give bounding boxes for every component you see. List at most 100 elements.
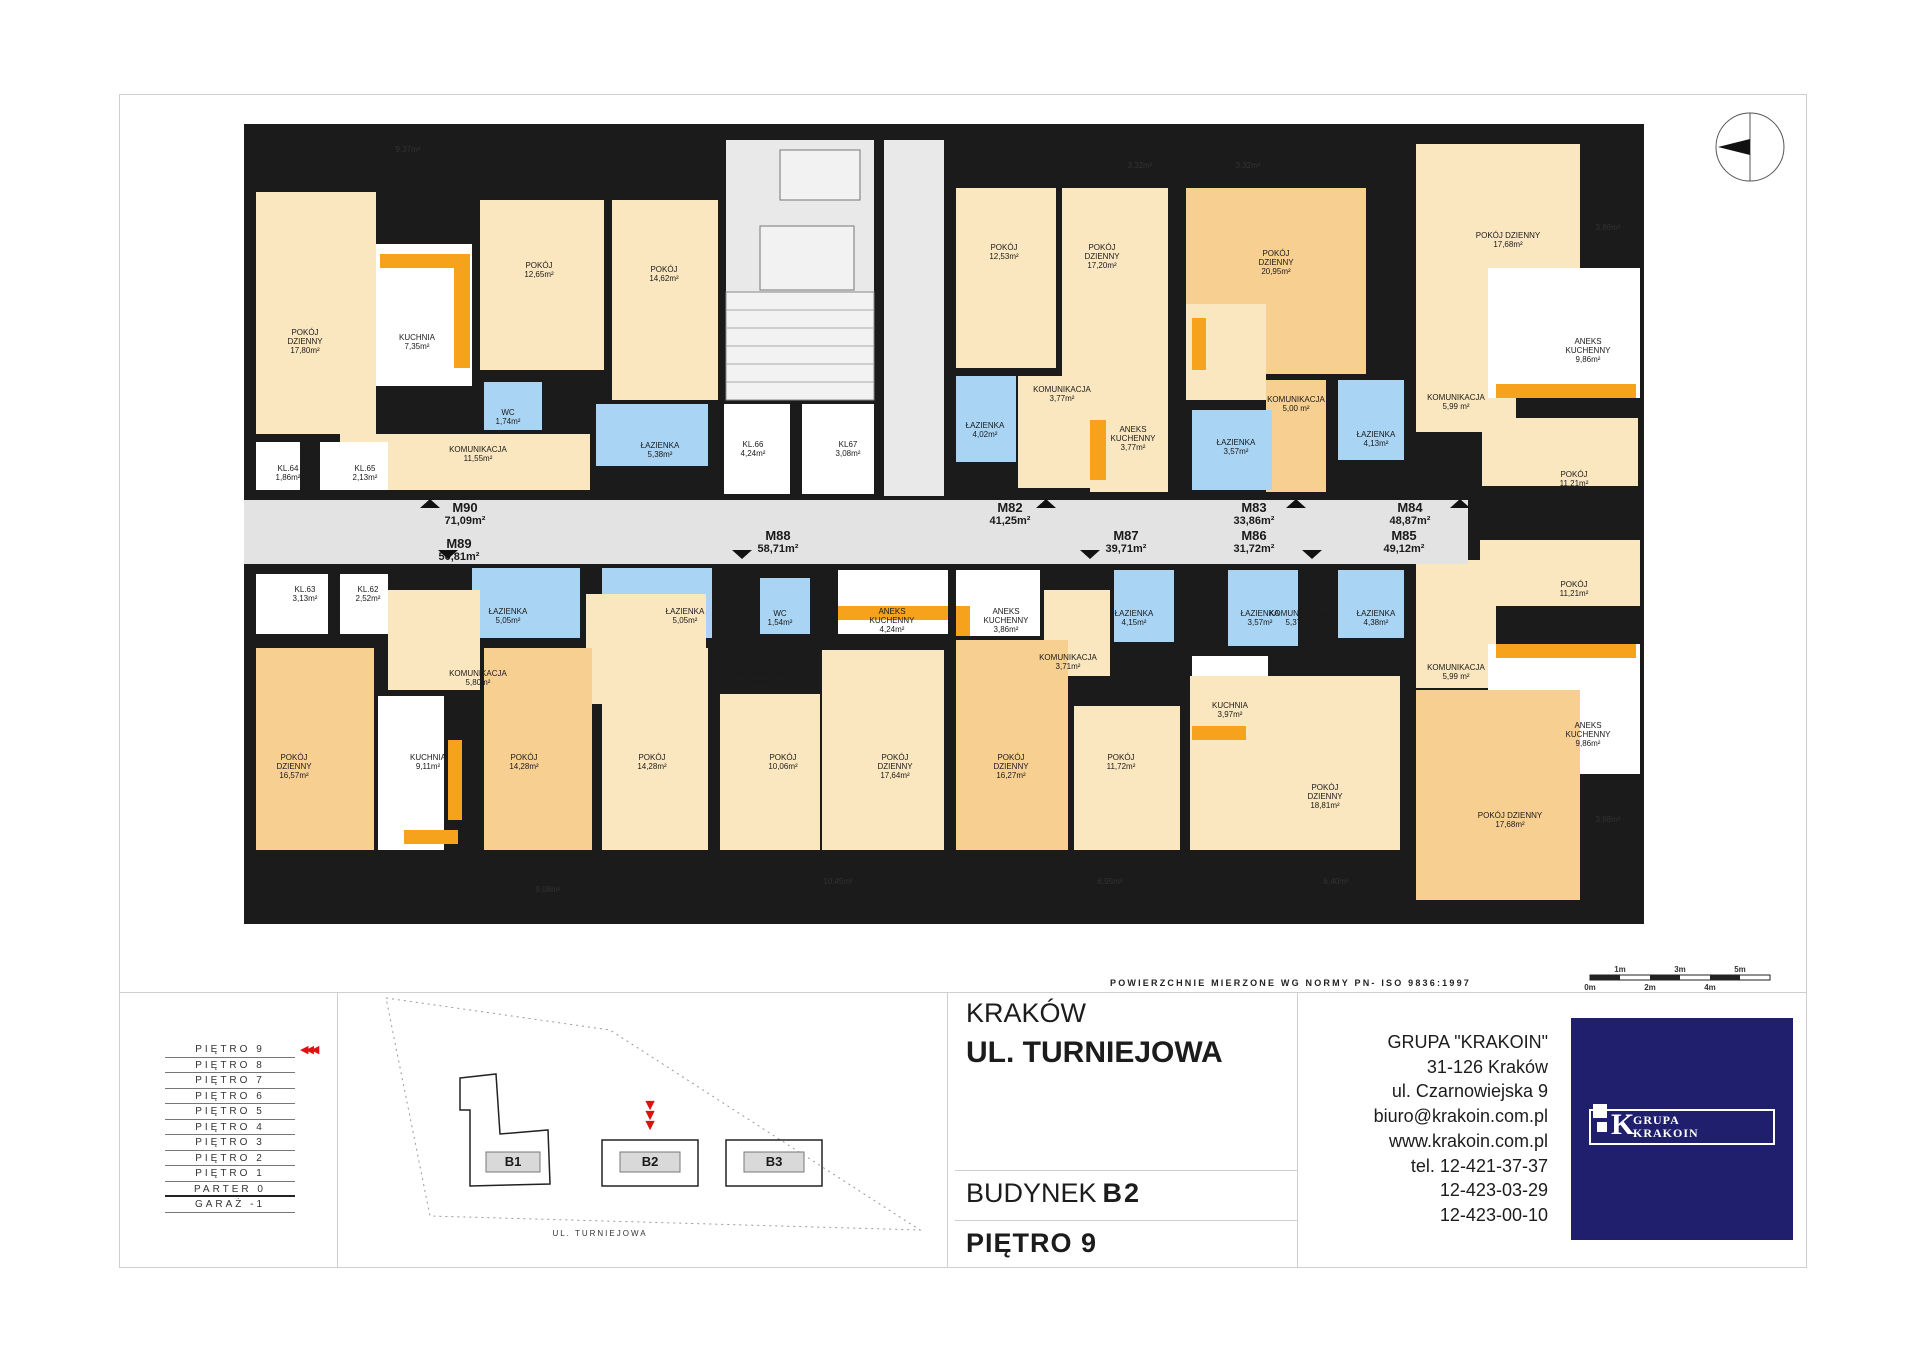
room-name: KOMUNIKACJA xyxy=(1039,653,1097,662)
room-name: KL.62 xyxy=(358,585,379,594)
title-city: KRAKÓW xyxy=(966,998,1087,1028)
company-logo: K GRUPA KRAKOIN xyxy=(1571,1018,1793,1240)
room-area: 4,02m² xyxy=(973,430,998,439)
room-name: KUCHNIA xyxy=(399,333,436,342)
balcony-area: 3,86m² xyxy=(1596,223,1621,232)
room-name: KL67 xyxy=(839,440,858,449)
room-name: WC xyxy=(773,609,787,618)
footer-col-divider xyxy=(947,992,948,1268)
room-area: 5,80m² xyxy=(466,678,491,687)
apartment-area: 49,12m² xyxy=(1384,543,1425,555)
room-area: 20,95m² xyxy=(1261,267,1291,276)
room-area: 5,90m² xyxy=(743,678,768,687)
scale-2m: 2m xyxy=(1644,983,1656,992)
room-name: KL.64 xyxy=(278,464,299,473)
scale-5m: 5m xyxy=(1734,965,1746,974)
room-area: 1,54m² xyxy=(768,618,793,627)
footer-col-divider xyxy=(337,992,338,1268)
room-name: KOMUNIKACJA xyxy=(1267,395,1325,404)
room-area: 17,68m² xyxy=(1493,240,1523,249)
room-name: POKÓJ DZIENNY xyxy=(1476,231,1541,240)
room-area: 4,24m² xyxy=(741,449,766,458)
room-name: ANEKS xyxy=(1574,337,1601,346)
logo-letter: K xyxy=(1611,1108,1635,1141)
norm-note: POWIERZCHNIE MIERZONE WG NORMY PN- ISO 9… xyxy=(1110,978,1471,988)
room-name: KL.63 xyxy=(295,585,316,594)
room-name: ŁAZIENKA xyxy=(641,441,680,450)
entrance-arrow-icon xyxy=(732,550,752,559)
room-area: 11,72m² xyxy=(1107,762,1136,771)
apartment-id: M85 xyxy=(1391,528,1416,543)
room-name: POKÓJ xyxy=(510,753,537,762)
room-name: KUCHNIA xyxy=(1212,701,1249,710)
balcony-area: 6,40m² xyxy=(1324,877,1349,886)
room-name: KOMUNIKACJA xyxy=(449,445,507,454)
phone-2: 12-423-03-29 xyxy=(1439,1180,1548,1201)
room-area: 5,05m² xyxy=(496,616,521,625)
room-name: ANEKS xyxy=(1574,721,1601,730)
title-street: UL. TURNIEJOWA xyxy=(966,1036,1223,1069)
apartment-id: M89 xyxy=(446,536,471,551)
web-link[interactable]: www.krakoin.com.pl xyxy=(1388,1130,1548,1151)
logo-text: GRUPA KRAKOIN xyxy=(1633,1113,1699,1140)
drawing-frame xyxy=(119,94,1807,1268)
room-name: ŁAZIENKA xyxy=(1357,430,1396,439)
room-area: 12,53m² xyxy=(989,252,1019,261)
room-area: 4,24m² xyxy=(880,625,905,634)
room-name: ŁAZIENKA xyxy=(489,607,528,616)
email-link[interactable]: biuro@krakoin.com.pl xyxy=(1373,1106,1548,1127)
room-name: POKÓJ xyxy=(638,753,665,762)
address: ul. Czarnowiejska 9 xyxy=(1391,1081,1548,1102)
scale-1m: 1m xyxy=(1614,965,1626,974)
contact-block: GRUPA "KRAKOIN" 31-126 Kraków ul. Czarno… xyxy=(1310,1030,1548,1228)
site-marker: ▼ xyxy=(642,1117,658,1134)
balcony-area: 9,37m² xyxy=(396,145,421,154)
entrance-arrow-icon xyxy=(438,550,458,559)
apartment-area: 58,71m² xyxy=(758,543,799,555)
scale-3m: 3m xyxy=(1674,965,1686,974)
floor-row: PIĘTRO 8 xyxy=(165,1058,295,1073)
room-area: 17,64m² xyxy=(880,771,910,780)
floor-row: PIĘTRO 5 xyxy=(165,1104,295,1120)
room-name: POKÓJ xyxy=(881,753,908,762)
room-name: ŁAZIENKA xyxy=(1357,609,1396,618)
room-name: DZIENNY xyxy=(993,762,1029,771)
room-name: ANEKS xyxy=(878,607,905,616)
title-floor: PIĘTRO 9 xyxy=(966,1228,1098,1258)
apartment-id: M88 xyxy=(765,528,790,543)
room-area: 16,57m² xyxy=(279,771,309,780)
room-name: ŁAZIENKA xyxy=(1217,438,1256,447)
entrance-arrow-icon xyxy=(1080,550,1100,559)
room-name: ŁAZIENKA xyxy=(1115,609,1154,618)
room-name: KOMUNIKACJA xyxy=(1427,663,1485,672)
room-area: 5,37m² xyxy=(1286,618,1311,627)
room-name: POKÓJ xyxy=(1560,580,1587,589)
footer-divider xyxy=(119,992,1807,993)
site-plan: B1 B2 B3 ▼ ▼ ▼ UL. TURNIEJOWA xyxy=(385,997,922,1238)
room-name: ANEKS xyxy=(1119,425,1146,434)
room-name: POKÓJ xyxy=(997,753,1024,762)
phone-1: tel. 12-421-37-37 xyxy=(1410,1155,1548,1176)
company-name: GRUPA "KRAKOIN" xyxy=(1387,1032,1548,1052)
stairwell xyxy=(725,149,875,401)
room-area: 3,57m² xyxy=(1248,618,1273,627)
title-separator xyxy=(955,1220,1297,1221)
room-name: POKÓJ xyxy=(1311,783,1338,792)
room-area: 2,52m² xyxy=(356,594,381,603)
floor-row: GARAŻ -1 xyxy=(165,1197,295,1213)
site-b3: B3 xyxy=(766,1154,783,1169)
room-area: 17,68m² xyxy=(1495,820,1525,829)
entrance-arrow-icon xyxy=(1302,550,1322,559)
apartment-area: 33,86m² xyxy=(1234,515,1275,527)
apartment-area: 71,09m² xyxy=(445,515,486,527)
room-area: 18,81m² xyxy=(1310,801,1340,810)
room-name: POKÓJ xyxy=(1107,753,1134,762)
floor-row: PIĘTRO 1 xyxy=(165,1166,295,1182)
building-code: B2 xyxy=(1102,1178,1142,1208)
room-area: 9,11m² xyxy=(416,762,441,771)
title-separator xyxy=(955,1170,1297,1171)
room-area: 4,38m² xyxy=(1364,618,1389,627)
room-name: POKÓJ DZIENNY xyxy=(1478,811,1543,820)
apartment-area: 41,25m² xyxy=(990,515,1031,527)
